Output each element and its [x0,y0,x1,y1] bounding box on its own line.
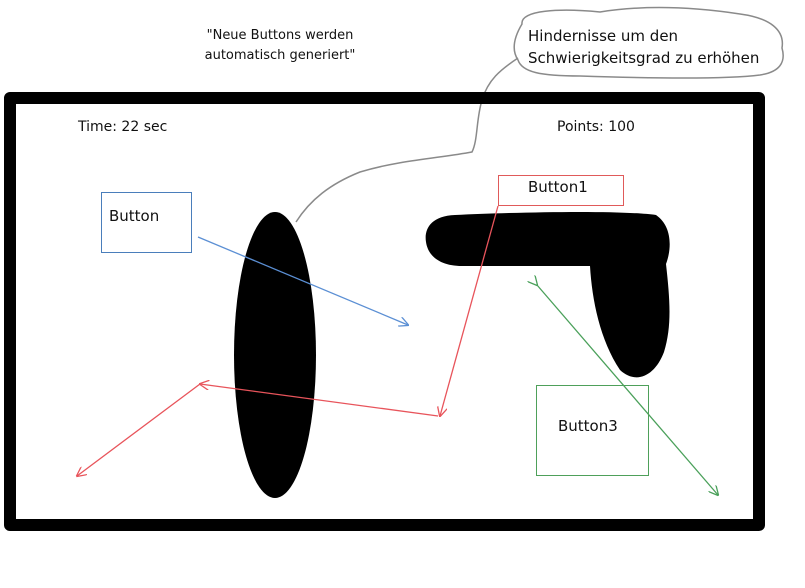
obstacle-vertical [234,212,316,498]
button1[interactable]: Button1 [498,175,624,206]
button3[interactable]: Button3 [536,385,649,476]
obstacle-l-shape [425,211,670,378]
note-line-2: automatisch generiert" [204,48,356,63]
arrow-red-end [77,383,201,476]
button3-label: Button3 [558,417,618,435]
arrow-red-path [440,205,499,416]
arrow-red-segment [200,384,439,417]
points-label: Points: 100 [557,119,635,135]
button[interactable]: Button [101,192,192,253]
button1-label: Button1 [528,178,588,196]
callout-leader-line [295,57,519,223]
time-label: Time: 22 sec [78,119,168,135]
button-label: Button [109,207,160,225]
callout-line-1: Hindernisse um den [528,27,679,45]
arrow-blue [197,236,408,325]
note-line-1: "Neue Buttons werden [206,28,354,43]
callout-text: Hindernisse um den Schwierigkeitsgrad zu… [528,25,759,69]
arrow-green [537,285,718,495]
callout-cloud-outline [513,6,784,79]
game-area-frame [4,92,765,531]
callout-line-2: Schwierigkeitsgrad zu erhöhen [528,49,760,67]
note-text: "Neue Buttons werden automatisch generie… [195,26,365,66]
